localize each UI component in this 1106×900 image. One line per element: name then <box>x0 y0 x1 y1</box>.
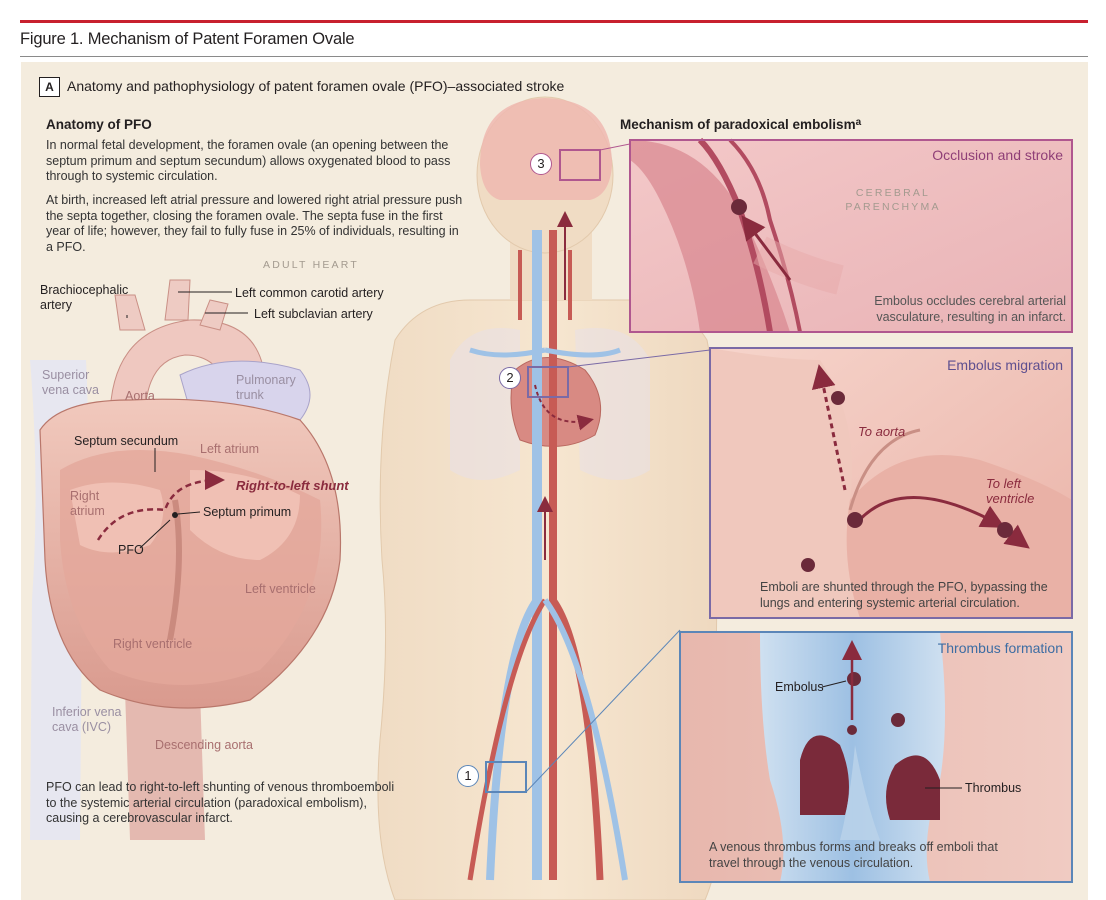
anatomy-heading: Anatomy of PFO <box>46 117 152 132</box>
anatomy-footer-text: PFO can lead to right-to-left shunting o… <box>46 780 395 825</box>
mechanism-heading-text: Mechanism of paradoxical embolism <box>620 117 856 132</box>
occlusion-inset-art <box>629 137 1073 333</box>
label-left-atrium: Left atrium <box>200 442 260 456</box>
label-pulmonary-trunk: Pulmonary trunk <box>236 373 296 402</box>
adult-heart-illustration <box>30 279 342 840</box>
figure-title: Figure 1. Mechanism of Patent Foramen Ov… <box>20 30 355 48</box>
mechanism-heading-superscript: a <box>855 117 862 128</box>
label-right-atrium: Right atrium <box>70 489 105 518</box>
label-thrombus: Thrombus <box>965 781 1022 795</box>
mechanism-heading: Mechanism of paradoxical embolisma <box>620 117 861 132</box>
anatomy-paragraph-2: At birth, increased left atrial pressure… <box>46 193 463 254</box>
label-left-subclavian: Left subclavian artery <box>254 307 373 321</box>
marker-1: 1 <box>457 765 479 787</box>
figure-top-rule <box>20 20 1088 23</box>
panel-letter-badge: A <box>39 77 60 97</box>
panel-a <box>21 62 1088 900</box>
label-septum-secundum: Septum secundum <box>74 434 179 448</box>
label-left-common-carotid: Left common carotid artery <box>235 286 384 300</box>
label-aorta: Aorta <box>125 389 155 403</box>
label-embolus: Embolus <box>775 680 824 694</box>
thrombus-inset-art <box>679 631 1073 883</box>
label-septum-primum: Septum primum <box>203 505 292 519</box>
migration-caption: Emboli are shunted through the PFO, bypa… <box>760 580 1048 610</box>
label-to-aorta: To aorta <box>858 424 906 439</box>
panel-heading: Anatomy and pathophysiology of patent fo… <box>67 78 565 94</box>
label-right-to-left-shunt: Right-to-left shunt <box>236 478 349 493</box>
label-inferior-vena-cava: Inferior vena cava (IVC) <box>52 705 122 734</box>
anatomy-paragraph-1: In normal fetal development, the foramen… <box>46 138 451 183</box>
label-right-ventricle: Right ventricle <box>113 637 193 651</box>
label-brachiocephalic: Brachiocephalic artery <box>40 283 129 312</box>
label-pfo: PFO <box>118 543 144 557</box>
figure-title-rule <box>20 56 1088 57</box>
migration-title: Embolus migration <box>947 357 1063 373</box>
human-body-illustration <box>377 96 725 900</box>
label-superior-vena-cava: Superior vena cava <box>42 368 99 397</box>
label-to-left-ventricle: To left ventricle <box>986 476 1035 506</box>
marker-3: 3 <box>530 153 552 175</box>
cerebral-parenchyma-label: CEREBRAL PARENCHYMA <box>845 187 941 213</box>
thrombus-caption: A venous thrombus forms and breaks off e… <box>709 840 998 870</box>
occlusion-title: Occlusion and stroke <box>932 147 1063 163</box>
occlusion-caption: Embolus occludes cerebral arterial vascu… <box>874 294 1066 324</box>
thrombus-title: Thrombus formation <box>937 640 1063 656</box>
adult-heart-caption: ADULT HEART <box>263 259 359 271</box>
label-left-ventricle: Left ventricle <box>245 582 316 596</box>
illustration <box>30 96 1073 900</box>
marker-2: 2 <box>499 367 521 389</box>
label-descending-aorta: Descending aorta <box>155 738 253 752</box>
migration-inset-art <box>709 347 1073 619</box>
